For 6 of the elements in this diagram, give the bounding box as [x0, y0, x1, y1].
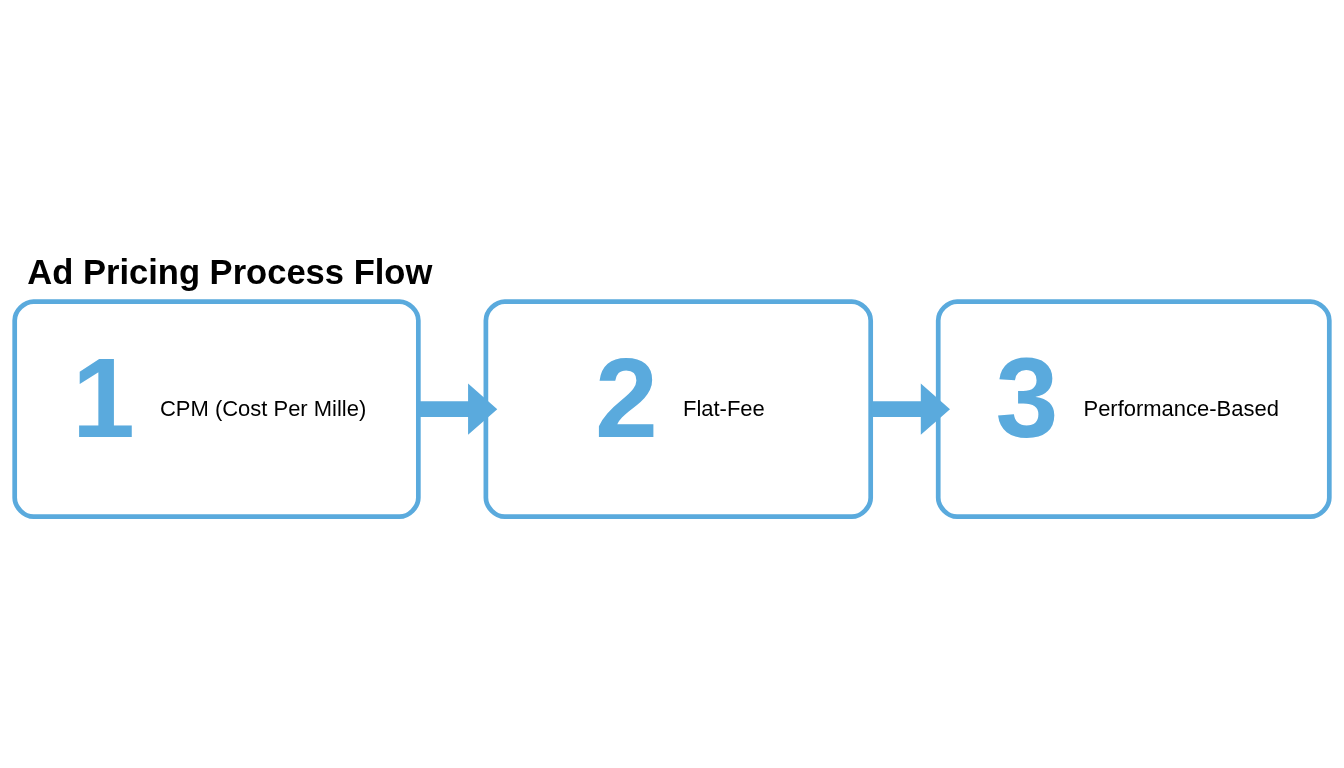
node-box: 1 CPM (Cost Per Mille): [12, 299, 421, 520]
arrow: [871, 383, 950, 435]
diagram-title: Ad Pricing Process Flow: [27, 252, 433, 291]
arrow: [418, 383, 498, 435]
node-box: 2 Flat-Fee: [483, 299, 874, 520]
node-box: 3 Performance-Based: [935, 299, 1332, 520]
